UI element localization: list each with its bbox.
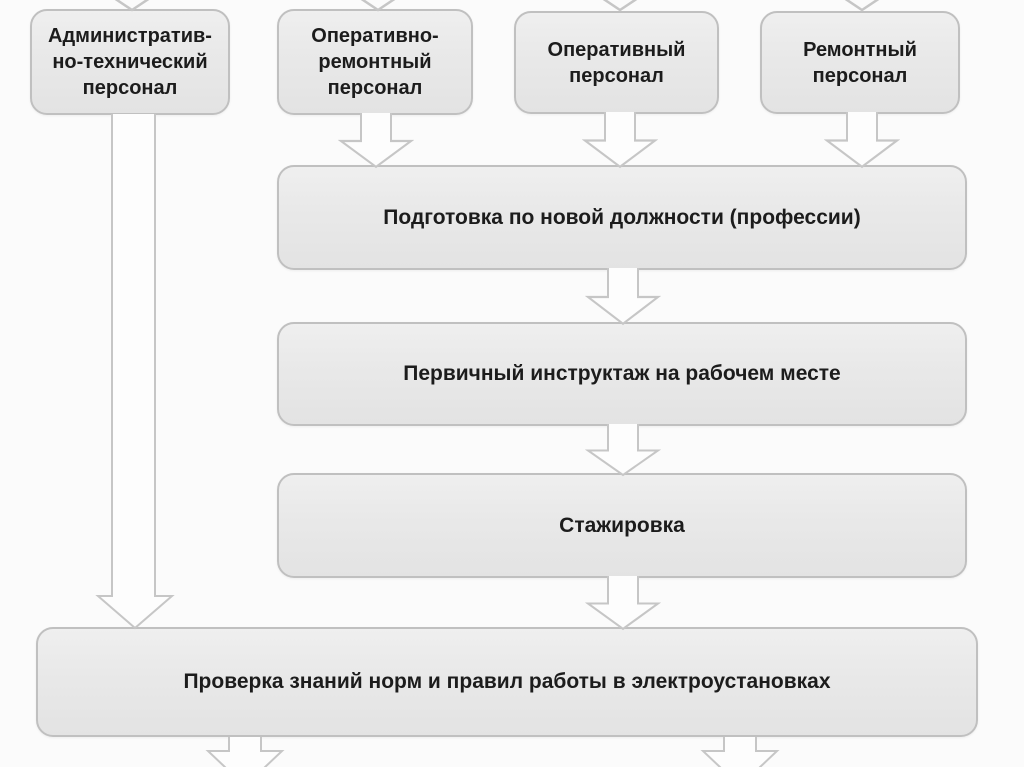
top-entry-arrow-icon [600,0,640,12]
bottom-exit-arrow-icon [203,737,287,767]
down-arrow-icon [585,576,661,631]
box-operational-repair-personnel: Оперативно- ремонтный персонал [277,9,473,115]
down-arrow-icon [585,268,661,326]
down-arrow-icon [338,113,414,169]
box-knowledge-check: Проверка знаний норм и правил работы в э… [36,627,978,737]
box-operational-personnel: Оперативный персонал [514,11,719,114]
top-entry-arrow-icon [842,0,882,12]
bottom-exit-arrow-icon [698,737,782,767]
box-administrative-technical-personnel: Административ- но-технический персонал [30,9,230,115]
box-new-position-training: Подготовка по новой должности (профессии… [277,165,967,270]
box-repair-personnel: Ремонтный персонал [760,11,960,114]
down-arrow-icon [585,424,661,477]
box-label: Ремонтный персонал [803,38,917,87]
down-arrow-icon [582,112,658,169]
box-label: Оперативно- ремонтный персонал [311,25,439,99]
box-label: Административ- но-технический персонал [48,25,212,99]
box-label: Стажировка [559,513,685,537]
box-label: Подготовка по новой должности (профессии… [383,205,861,229]
box-internship: Стажировка [277,473,967,578]
top-entry-arrow-icon [112,0,152,12]
long-down-arrow-icon [95,114,175,630]
box-primary-workplace-briefing: Первичный инструктаж на рабочем месте [277,322,967,426]
down-arrow-icon [824,112,900,169]
box-label: Первичный инструктаж на рабочем месте [403,362,841,386]
box-label: Оперативный персонал [547,38,686,87]
box-label: Проверка знаний норм и правил работы в э… [183,670,831,694]
top-entry-arrow-icon [358,0,398,12]
